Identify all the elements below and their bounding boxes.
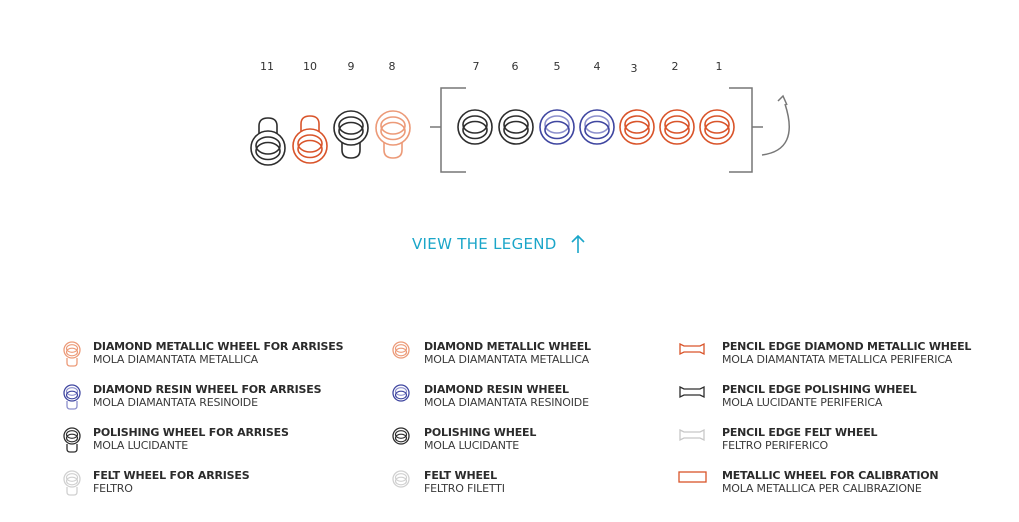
bracket-frame xyxy=(430,87,763,173)
legend-title: DIAMOND RESIN WHEEL xyxy=(424,383,569,396)
wheel xyxy=(659,109,695,145)
legend-subtitle: MOLA LUCIDANTE PERIFERICA xyxy=(722,396,883,409)
legend-subtitle: FELTRO PERIFERICO xyxy=(722,439,828,452)
arris-wheel-grey-icon xyxy=(63,470,81,496)
legend-title: PENCIL EDGE FELT WHEEL xyxy=(722,426,878,439)
legend-title: DIAMOND METALLIC WHEEL xyxy=(424,340,591,353)
wheel-sequence-diagram: 11 10 9 8 7 6 5 4 3 2 1 xyxy=(250,60,790,173)
position-number: 3 xyxy=(631,62,638,75)
legend-subtitle: MOLA DIAMANTATA METALLICA xyxy=(424,353,589,366)
view-legend-label: VIEW THE LEGEND xyxy=(412,235,557,253)
legend-subtitle: FELTRO xyxy=(93,482,133,495)
wheels xyxy=(250,109,735,166)
legend-title: PENCIL EDGE POLISHING WHEEL xyxy=(722,383,917,396)
position-number: 1 xyxy=(716,60,723,73)
position-number: 4 xyxy=(594,60,601,73)
legend-subtitle: MOLA DIAMANTATA RESINOIDE xyxy=(424,396,589,409)
position-number: 5 xyxy=(554,60,561,73)
wheel xyxy=(457,109,493,145)
wheel xyxy=(333,110,369,159)
legend-subtitle: MOLA LUCIDANTE xyxy=(424,439,520,452)
position-number: 11 xyxy=(260,60,274,73)
wheel xyxy=(619,109,655,145)
wheel-grey-icon xyxy=(392,470,410,488)
legend-title: POLISHING WHEEL FOR ARRISES xyxy=(93,426,289,439)
wheel xyxy=(292,115,328,164)
view-legend-link[interactable]: VIEW THE LEGEND xyxy=(412,233,585,255)
position-number: 8 xyxy=(389,60,396,73)
legend-title: PENCIL EDGE DIAMOND METALLIC WHEEL xyxy=(722,340,972,353)
legend-title: METALLIC WHEEL FOR CALIBRATION xyxy=(722,469,939,482)
position-number: 9 xyxy=(348,60,355,73)
arris-wheel-orange-icon xyxy=(63,341,81,367)
wheel xyxy=(539,109,575,145)
legend-title: POLISHING WHEEL xyxy=(424,426,537,439)
position-number: 10 xyxy=(303,60,317,73)
calibration-wheel-orange-icon xyxy=(678,471,707,483)
pencil-edge-black-icon xyxy=(679,385,705,399)
position-number: 2 xyxy=(672,60,679,73)
legend-subtitle: MOLA DIAMANTATA RESINOIDE xyxy=(93,396,258,409)
arris-wheel-black-icon xyxy=(63,427,81,453)
position-numbers: 11 10 9 8 7 6 5 4 3 2 1 xyxy=(260,60,723,75)
wheel xyxy=(375,110,411,159)
legend-subtitle: MOLA METALLICA PER CALIBRAZIONE xyxy=(722,482,922,495)
wheel xyxy=(699,109,735,145)
legend-title: FELT WHEEL FOR ARRISES xyxy=(93,469,250,482)
pencil-edge-grey-icon xyxy=(679,428,705,442)
wheel-blue-icon xyxy=(392,384,410,402)
arris-wheel-blue-icon xyxy=(63,384,81,410)
pencil-edge-orange-icon xyxy=(679,342,705,356)
position-number: 6 xyxy=(512,60,519,73)
wheel-black-icon xyxy=(392,427,410,445)
legend-subtitle: MOLA LUCIDANTE xyxy=(93,439,189,452)
legend-subtitle: MOLA DIAMANTATA METALLICA xyxy=(93,353,258,366)
wheel-orange-icon xyxy=(392,341,410,359)
legend-title: DIAMOND RESIN WHEEL FOR ARRISES xyxy=(93,383,322,396)
legend-title: DIAMOND METALLIC WHEEL FOR ARRISES xyxy=(93,340,344,353)
position-number: 7 xyxy=(473,60,480,73)
arrow-up-icon xyxy=(571,234,585,253)
legend-title: FELT WHEEL xyxy=(424,469,497,482)
wheel xyxy=(498,109,534,145)
legend-subtitle: MOLA DIAMANTATA METALLICA PERIFERICA xyxy=(722,353,953,366)
legend-subtitle: FELTRO FILETTI xyxy=(424,482,505,495)
wheel xyxy=(579,109,615,145)
wheel xyxy=(250,117,286,166)
rotation-arrow-icon xyxy=(761,94,790,156)
